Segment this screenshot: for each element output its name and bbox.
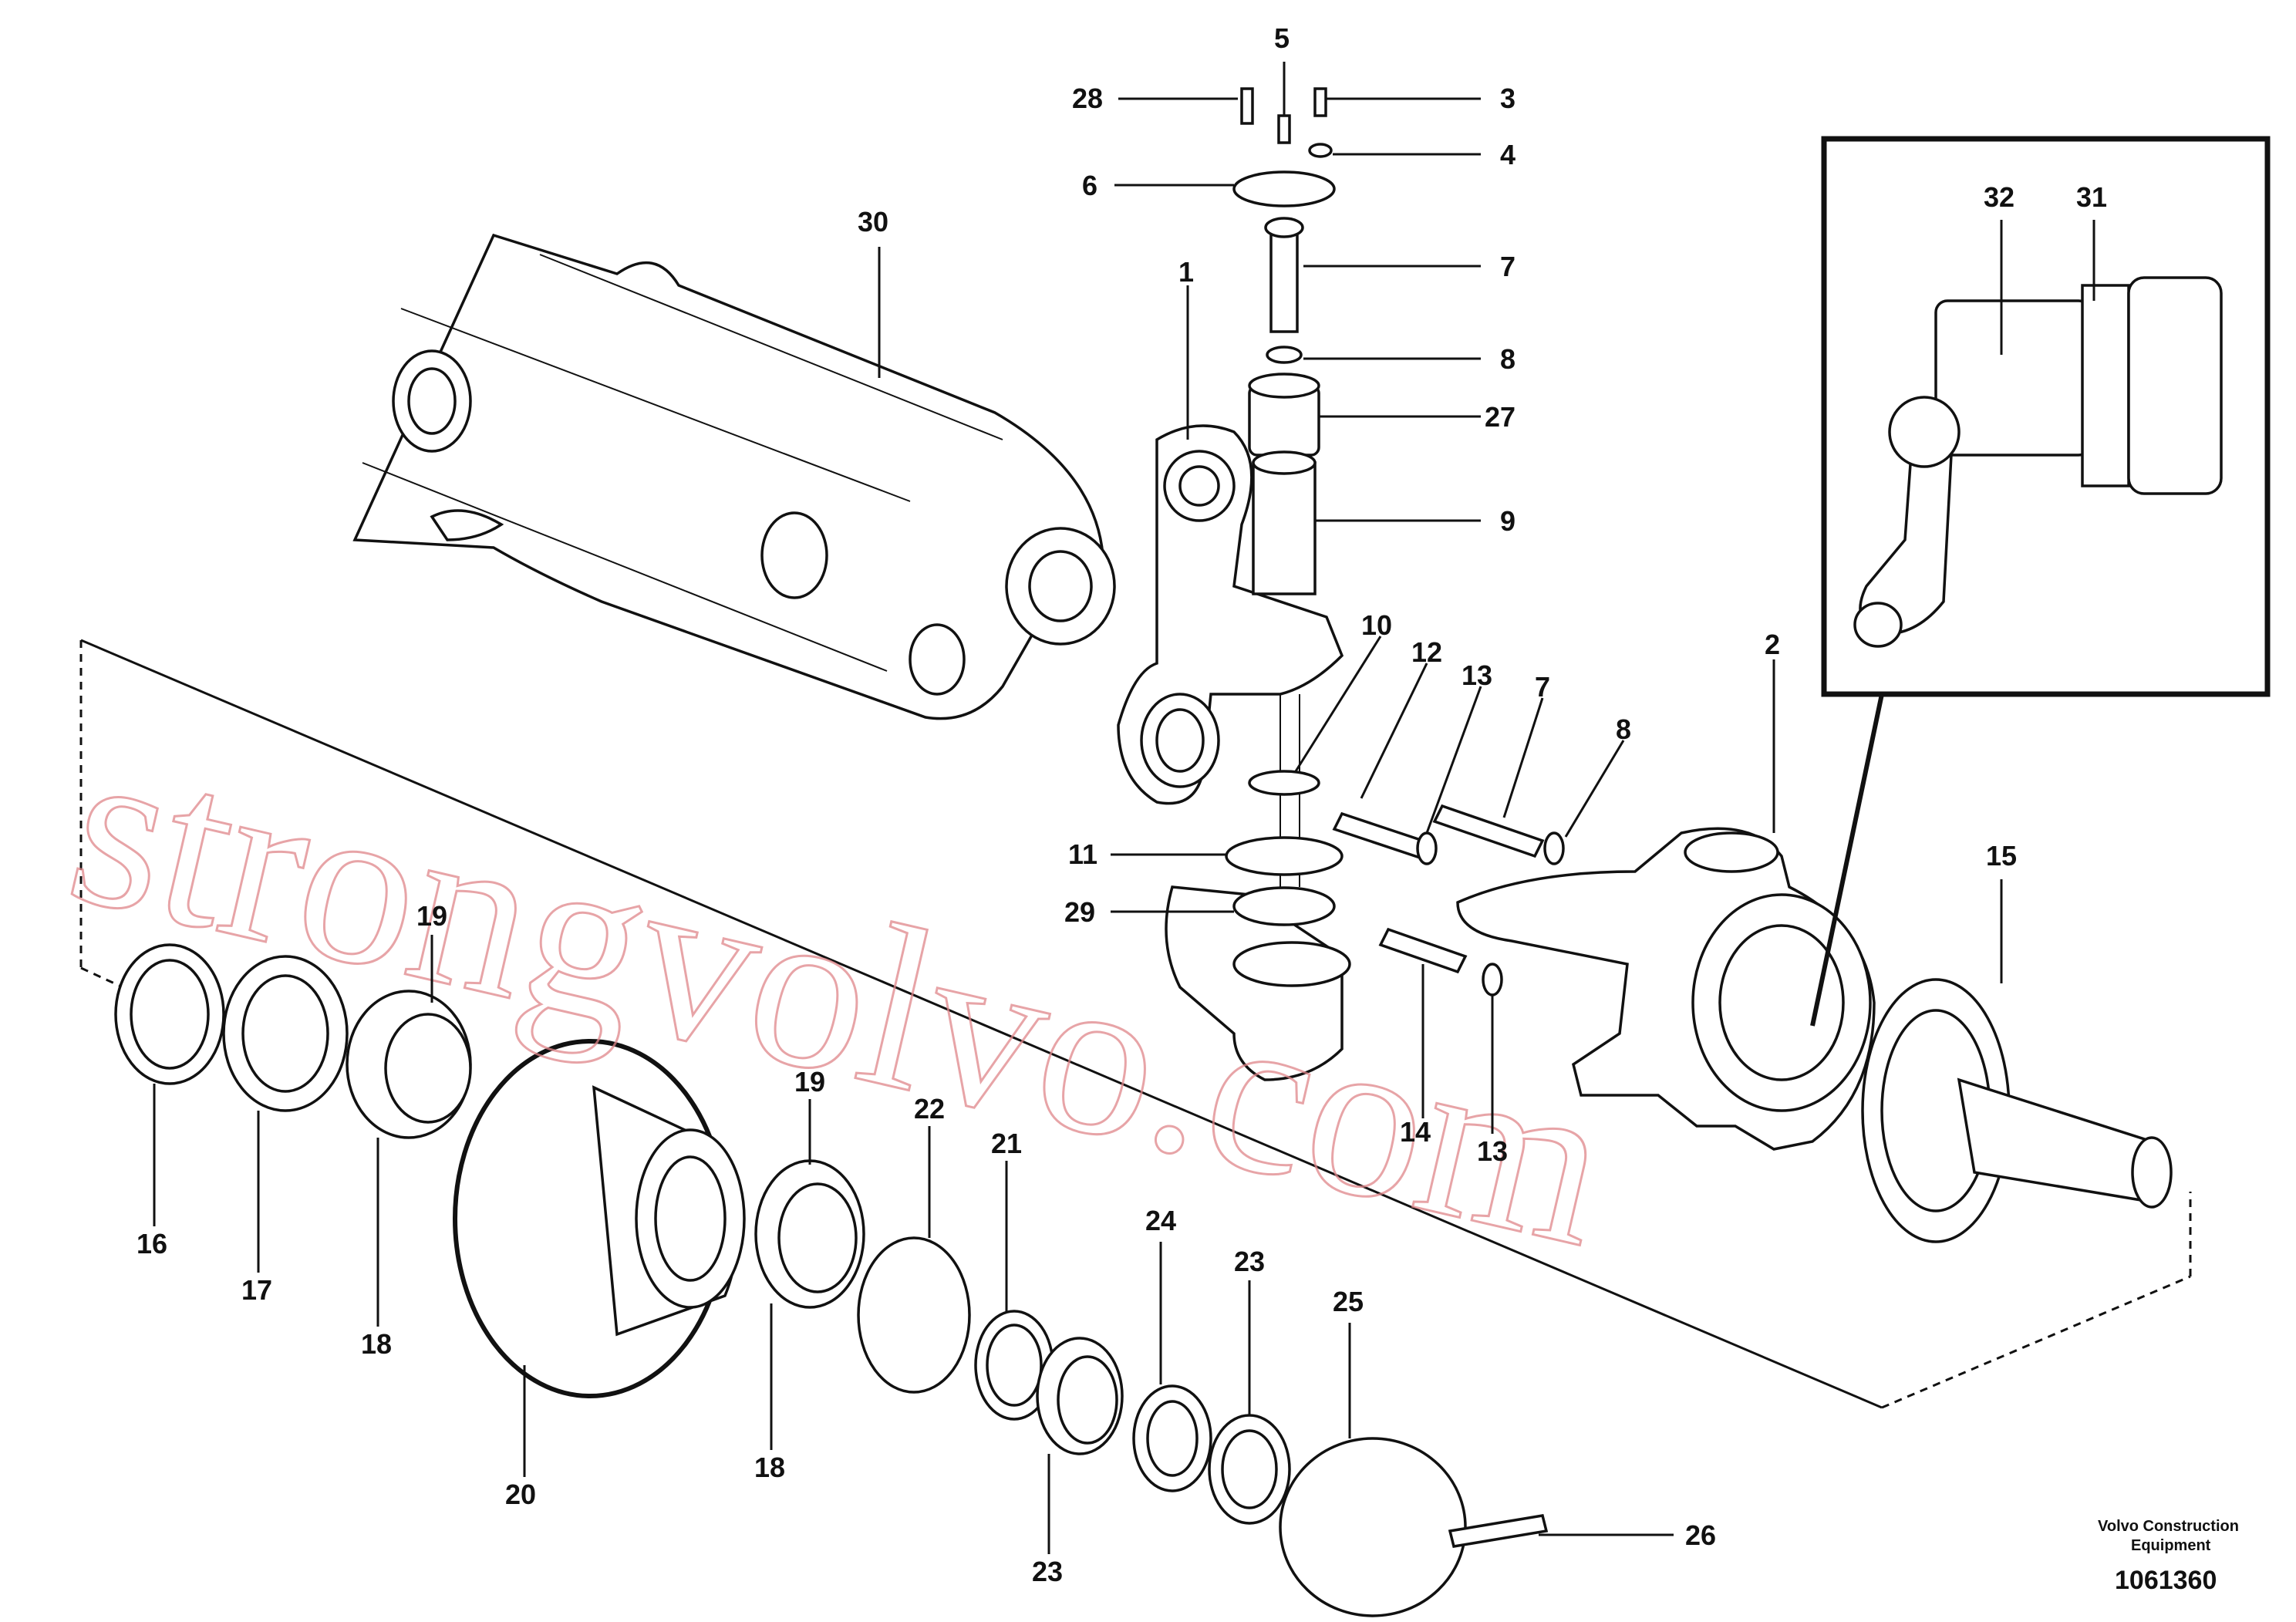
kingpin-stack-part: [1225, 114, 1344, 926]
wheel-hub-part: [453, 1039, 746, 1398]
knuckle-lower-part: [1456, 827, 1876, 1151]
callout-19: 19: [416, 900, 447, 932]
callout-10: 10: [1361, 609, 1392, 641]
screws-part: [1240, 87, 1333, 158]
callout-29: 29: [1064, 896, 1095, 928]
callout-26: 26: [1685, 1519, 1716, 1551]
callout-14: 14: [1400, 1116, 1431, 1148]
callout-13: 13: [1462, 659, 1492, 691]
drawing-footer: Volvo Construction Equipment 1061360: [2098, 1518, 2239, 1595]
callout-5: 5: [1274, 22, 1290, 54]
steering-knuckle-part: [1117, 424, 1351, 1081]
leader-lines: [153, 62, 2095, 1554]
callout-8-b: 8: [1616, 713, 1631, 745]
callout-11: 11: [1068, 838, 1097, 870]
callout-18-b: 18: [754, 1452, 785, 1483]
callout-2: 2: [1765, 629, 1780, 660]
callout-21: 21: [991, 1128, 1022, 1159]
seals-bearings-part: [114, 943, 472, 1139]
callout-31: 31: [2076, 181, 2107, 213]
callout-8: 8: [1500, 343, 1515, 375]
callout-28: 28: [1072, 83, 1103, 114]
callout-23-b: 23: [1032, 1556, 1063, 1587]
inset-detail-box: [1810, 136, 2271, 1027]
spindle-part: [1861, 978, 2173, 1243]
callout-7-b: 7: [1535, 671, 1550, 703]
drawing-number: 1061360: [2115, 1566, 2217, 1595]
callout-3: 3: [1500, 83, 1515, 114]
callout-22: 22: [914, 1093, 945, 1125]
callout-7: 7: [1500, 251, 1515, 282]
callout-27: 27: [1485, 401, 1515, 433]
callout-labels: 28 5 3 6 4 30 1 7 8 27 9 10 12 13 7 8 2 …: [137, 22, 2107, 1587]
callout-20: 20: [505, 1479, 536, 1510]
callout-12: 12: [1411, 636, 1442, 668]
callout-16: 16: [137, 1228, 167, 1259]
callout-9: 9: [1500, 505, 1515, 537]
callout-23: 23: [1234, 1246, 1265, 1277]
callout-17: 17: [241, 1274, 272, 1306]
callout-24: 24: [1145, 1205, 1176, 1236]
callout-6: 6: [1082, 170, 1097, 201]
brand-line-1: Volvo Construction: [2098, 1518, 2239, 1535]
callout-15: 15: [1986, 840, 2017, 872]
callout-25: 25: [1333, 1286, 1364, 1317]
callout-30: 30: [858, 206, 888, 238]
callout-18: 18: [361, 1328, 392, 1360]
callout-4: 4: [1500, 139, 1515, 170]
axle-beam-part: [352, 233, 1116, 720]
hub-hardware-part: [754, 1159, 1291, 1525]
callout-32: 32: [1984, 181, 2014, 213]
knuckle-bolts-part: [1332, 804, 1565, 996]
callout-19-b: 19: [794, 1066, 825, 1098]
brand-line-2: Equipment: [2131, 1537, 2211, 1554]
hub-cap-part: [1279, 1437, 1549, 1617]
callout-1: 1: [1178, 256, 1194, 288]
callout-13-b: 13: [1477, 1135, 1508, 1167]
